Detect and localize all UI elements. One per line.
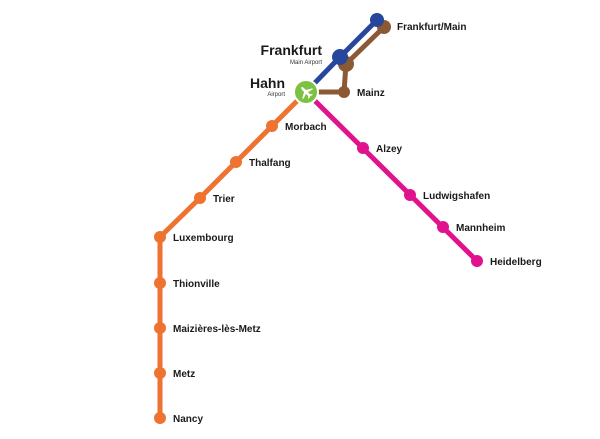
airplane-icon bbox=[301, 87, 314, 100]
station-mannheim-dot[interactable] bbox=[437, 221, 449, 233]
hahn-airport-sub: Airport bbox=[267, 92, 285, 98]
station-frankfurt-airport-blue-dot[interactable] bbox=[332, 49, 348, 65]
station-thalfang-dot[interactable] bbox=[230, 156, 242, 168]
station-nancy-label: Nancy bbox=[173, 414, 203, 425]
frankfurt-airport-sub: Main Airport bbox=[290, 60, 322, 66]
station-maizieres-label: Maizières-lès-Metz bbox=[173, 324, 261, 335]
station-metz-label: Metz bbox=[173, 369, 195, 380]
station-thionville-dot[interactable] bbox=[154, 277, 166, 289]
station-thalfang-label: Thalfang bbox=[249, 158, 291, 169]
orange-stations bbox=[154, 120, 278, 424]
route-lines bbox=[157, 17, 480, 421]
station-frankfurt-main-blue-dot[interactable] bbox=[370, 13, 384, 27]
station-morbach-label: Morbach bbox=[285, 122, 327, 133]
frankfurt-stations bbox=[332, 13, 391, 98]
station-ludwigshafen-label: Ludwigshafen bbox=[423, 191, 490, 202]
station-mainz-dot[interactable] bbox=[338, 86, 350, 98]
station-maizieres-dot[interactable] bbox=[154, 322, 166, 334]
station-metz-dot[interactable] bbox=[154, 367, 166, 379]
station-trier-label: Trier bbox=[213, 194, 235, 205]
station-thionville-label: Thionville bbox=[173, 279, 220, 290]
station-morbach-dot[interactable] bbox=[266, 120, 278, 132]
station-mannheim-label: Mannheim bbox=[456, 223, 506, 234]
magenta-line bbox=[303, 89, 480, 264]
station-heidelberg-label: Heidelberg bbox=[490, 257, 542, 268]
orange-line bbox=[157, 89, 309, 421]
station-nancy-dot[interactable] bbox=[154, 412, 166, 424]
station-trier-dot[interactable] bbox=[194, 192, 206, 204]
station-mainz-label: Mainz bbox=[357, 88, 385, 99]
station-frankfurt-main-label: Frankfurt/Main bbox=[397, 22, 466, 33]
hahn-airport-name: Hahn bbox=[250, 75, 285, 91]
station-alzey-label: Alzey bbox=[376, 144, 403, 155]
station-luxembourg-label: Luxembourg bbox=[173, 233, 234, 244]
station-ludwigshafen-dot[interactable] bbox=[404, 189, 416, 201]
station-luxembourg-dot[interactable] bbox=[154, 231, 166, 243]
magenta-stations bbox=[357, 142, 483, 267]
hahn-airport-hub[interactable] bbox=[293, 79, 319, 105]
brown-line bbox=[303, 24, 387, 95]
station-heidelberg-dot[interactable] bbox=[471, 255, 483, 267]
station-alzey-dot[interactable] bbox=[357, 142, 369, 154]
frankfurt-airport-name: Frankfurt bbox=[261, 42, 323, 58]
